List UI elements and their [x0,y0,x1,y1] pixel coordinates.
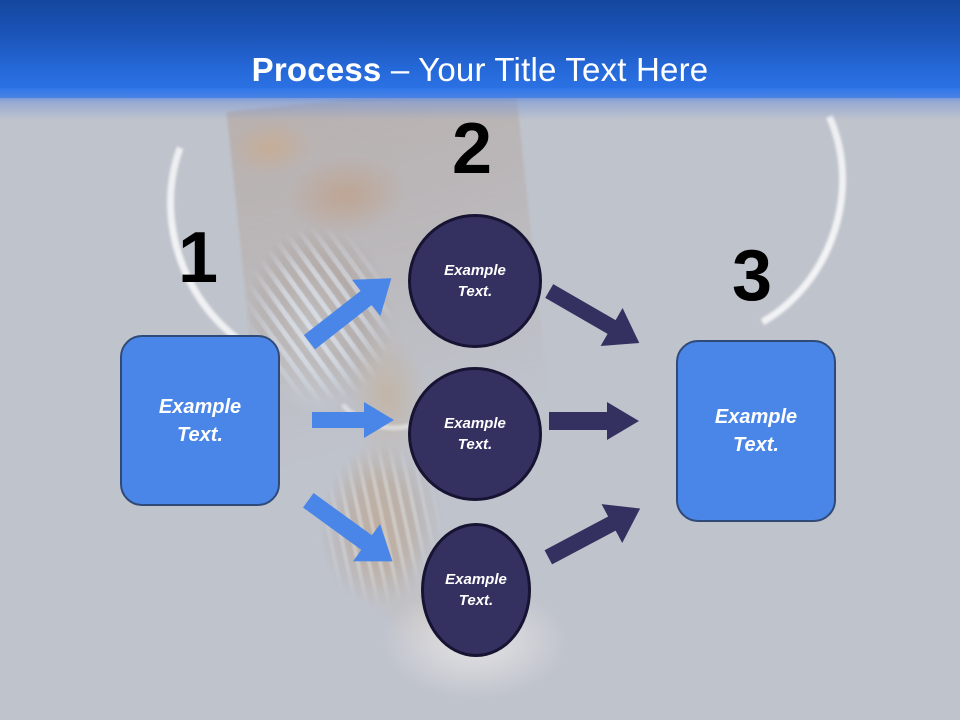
page-title-bold: Process [251,51,382,88]
page-title-rest: – Your Title Text Here [381,51,709,88]
arrow-input-to-circle-3-icon [298,492,406,566]
output-box-line-2: Text. [733,434,779,456]
middle-circle-3-line-1: Example [445,571,507,588]
middle-circle-3-line-2: Text. [458,592,494,609]
input-box[interactable]: Example Text. [120,335,280,506]
input-box-line-2: Text. [177,423,223,446]
output-box-line-1: Example [714,406,798,428]
step-number-1: 1 [177,218,219,298]
middle-circle-1[interactable]: Example Text. [408,214,542,348]
arrow-input-to-circle-2-icon [312,400,396,440]
middle-circle-2[interactable]: Example Text. [408,367,542,501]
middle-circle-3[interactable]: Example Text. [421,523,531,657]
output-box[interactable]: Example Text. [676,340,836,522]
middle-circle-2-line-1: Example [444,415,506,432]
input-box-text: Example Text. [159,393,241,449]
step-number-3: 3 [731,236,773,316]
arrow-input-to-circle-1-icon [298,278,406,350]
middle-circle-1-line-1: Example [444,262,506,279]
title-bar [0,0,960,98]
input-box-line-1: Example [158,395,242,418]
page-title: Process – Your Title Text Here [0,50,960,90]
arrow-circle-1-to-output-icon [542,284,650,352]
arrow-circle-3-to-output-icon [542,498,650,566]
middle-circle-2-line-2: Text. [457,436,493,453]
middle-circle-1-text: Example Text. [444,260,506,302]
arrow-circle-2-to-output-icon [549,400,641,442]
middle-circle-1-line-2: Text. [457,283,493,300]
output-box-text: Example Text. [715,403,797,459]
middle-circle-3-text: Example Text. [445,569,507,611]
middle-circle-2-text: Example Text. [444,413,506,455]
step-number-2: 2 [451,109,493,189]
